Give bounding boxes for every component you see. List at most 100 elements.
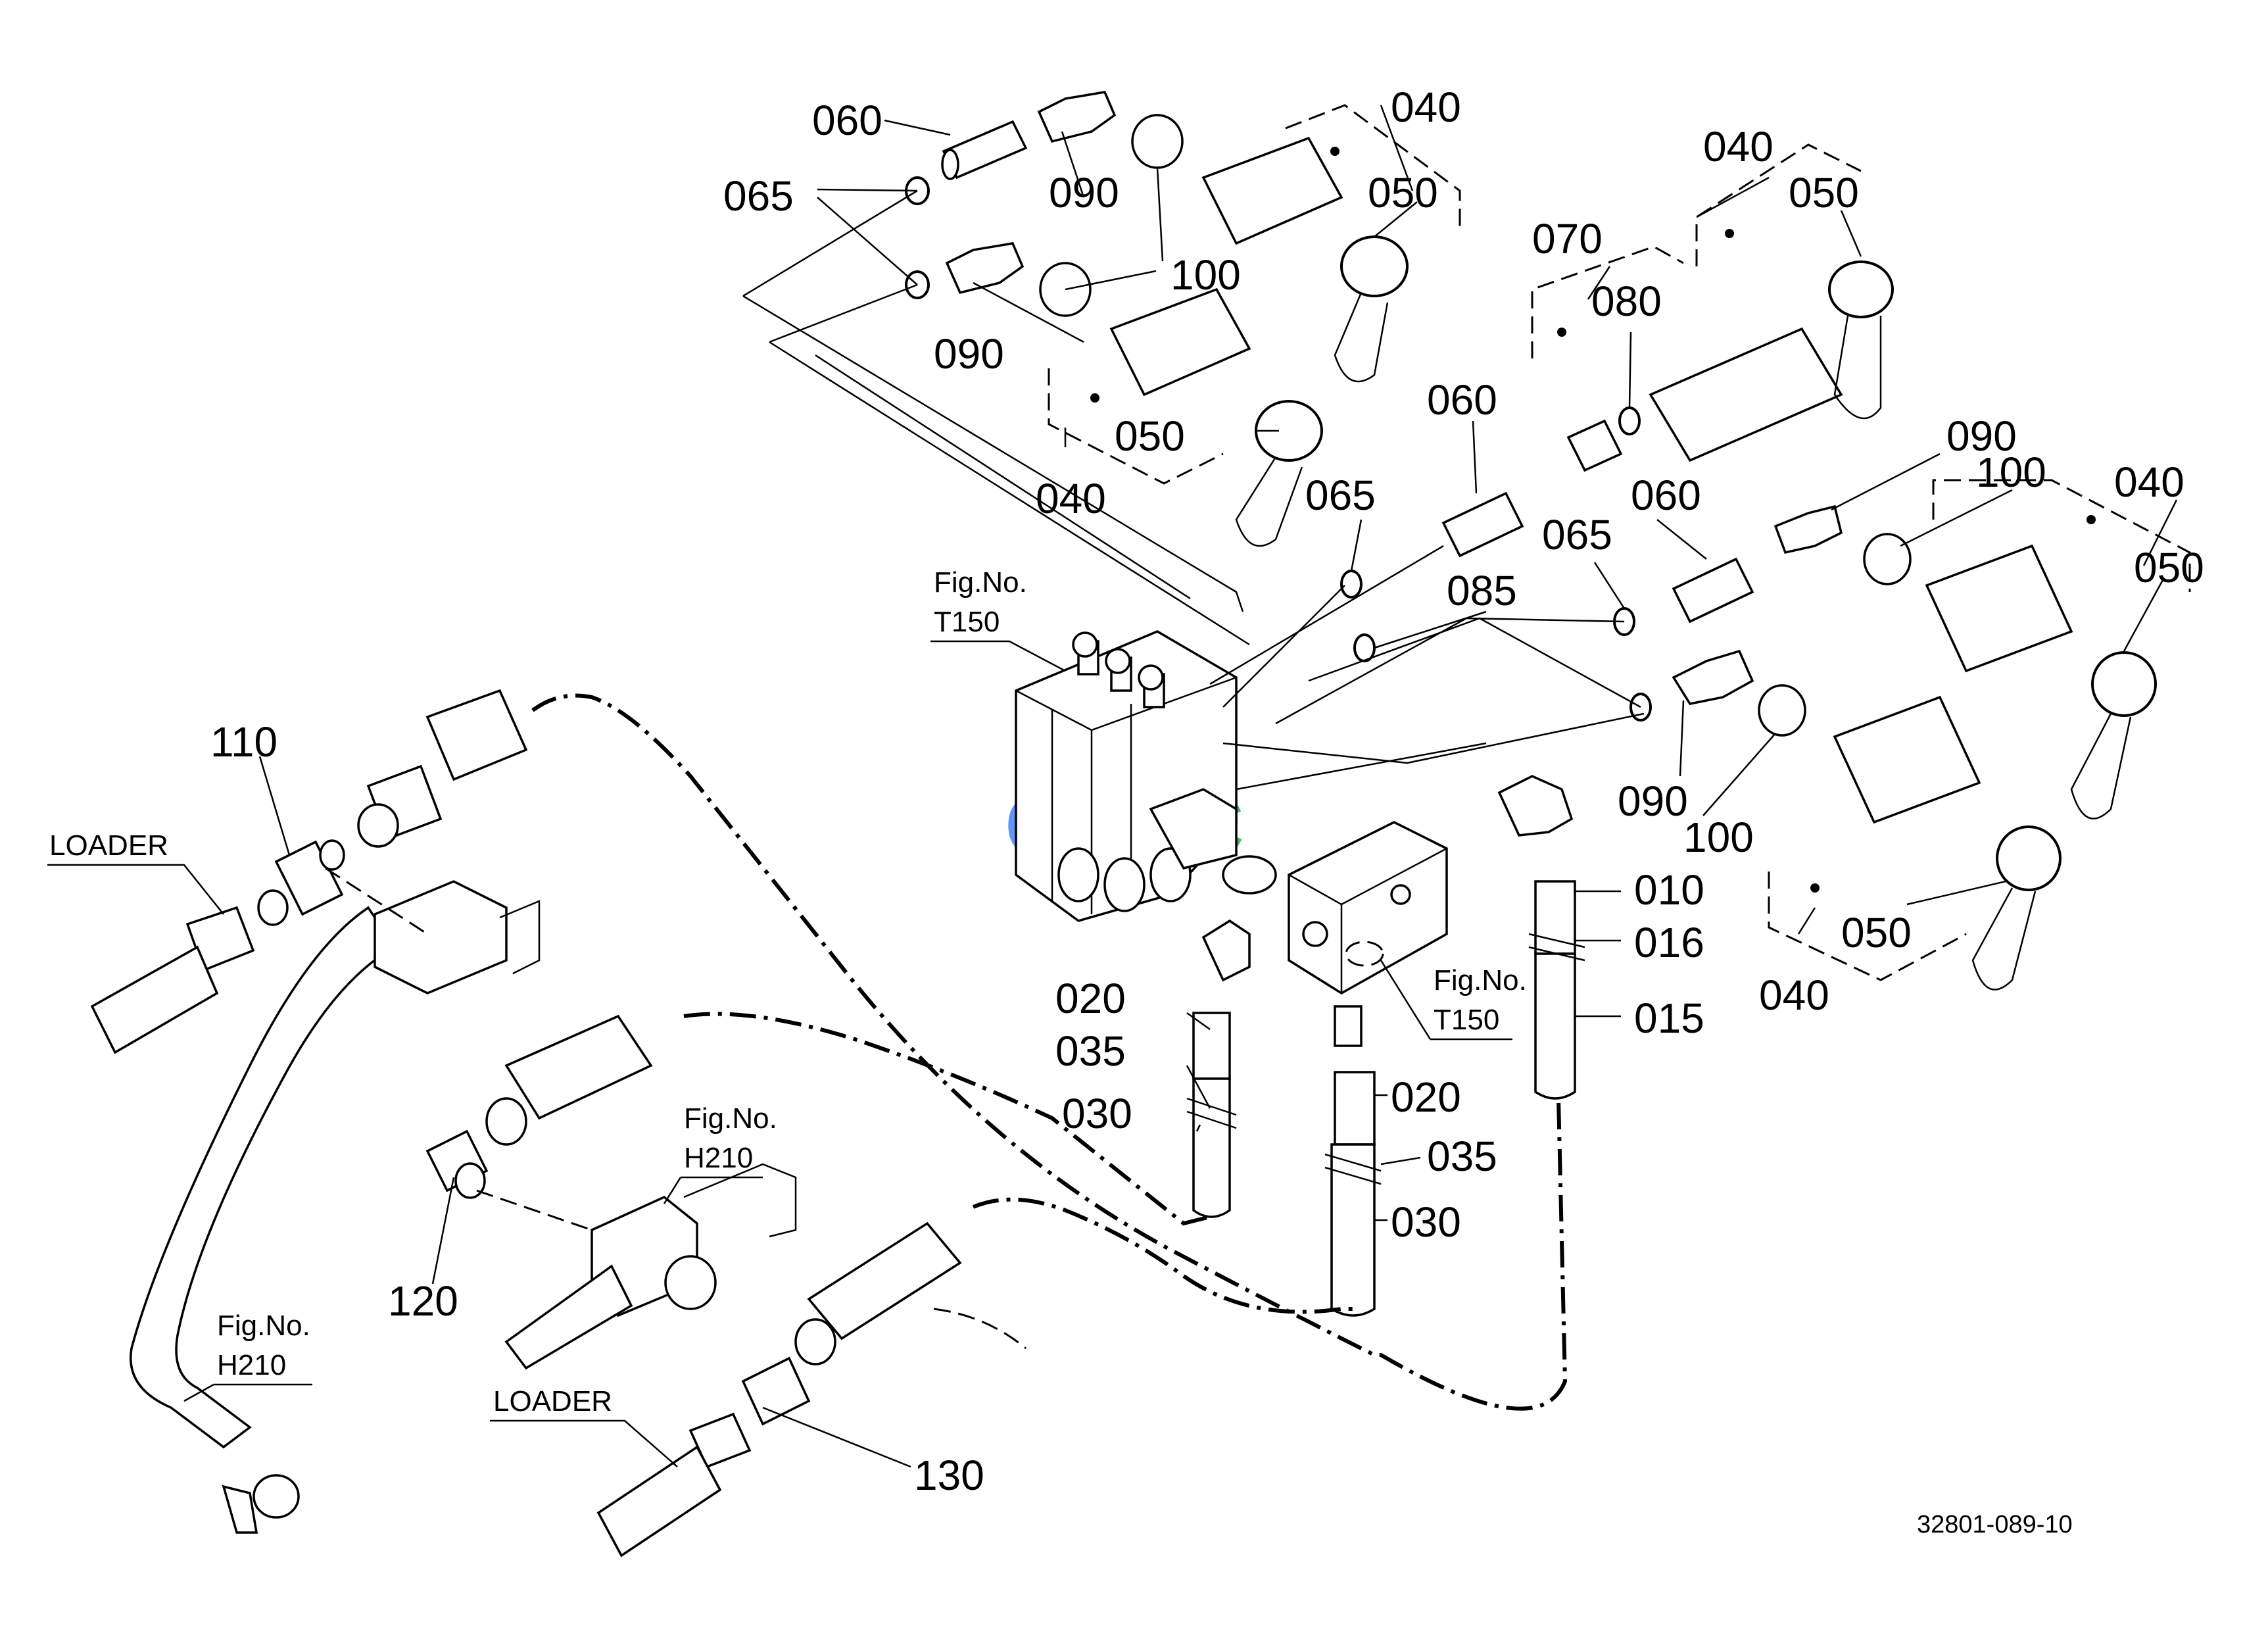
nut-100 bbox=[1863, 533, 1912, 585]
hose-015 bbox=[1534, 952, 1576, 1100]
valve-spool-head bbox=[1138, 664, 1164, 691]
callout-090: 090 bbox=[934, 330, 1004, 378]
hose-line-middle bbox=[683, 1012, 1211, 1226]
fig-ref-h210-left-line2: H210 bbox=[217, 1349, 286, 1381]
callout-085: 085 bbox=[1447, 567, 1517, 614]
coupler-040-body bbox=[1833, 695, 1981, 824]
connection-lines bbox=[742, 295, 1250, 646]
left-hose-assemblies bbox=[90, 689, 962, 1558]
dust-cap-050-strap bbox=[1833, 315, 1882, 420]
reference-labels: LOADER LOADER Fig.No. T150 Fig.No. T150 … bbox=[47, 566, 2073, 1538]
dust-cap-050 bbox=[2091, 651, 2157, 717]
valve-port-bottom bbox=[1103, 857, 1146, 912]
callout-110: 110 bbox=[210, 718, 277, 766]
bracket-tab bbox=[499, 900, 541, 975]
callout-050: 050 bbox=[2134, 544, 2204, 591]
bracket-clip bbox=[374, 880, 508, 995]
elbow-fitting bbox=[1201, 919, 1251, 982]
callout-130: 130 bbox=[914, 1452, 984, 1499]
tee-port bbox=[319, 839, 345, 871]
callout-040: 040 bbox=[2114, 458, 2184, 506]
callout-040: 040 bbox=[1703, 123, 1773, 170]
callout-016: 016 bbox=[1634, 919, 1704, 966]
callout-050: 050 bbox=[1115, 412, 1185, 460]
clamp-035 bbox=[1186, 1097, 1237, 1129]
control-valve-assembly bbox=[1015, 630, 1238, 922]
coupler-040-body bbox=[1201, 136, 1343, 245]
tee-fitting-110 bbox=[274, 840, 344, 916]
valve-port-bottom bbox=[1057, 847, 1099, 902]
adapter-070 bbox=[1566, 419, 1623, 472]
hose-sleeve bbox=[425, 689, 528, 781]
connection-lines bbox=[742, 189, 1191, 600]
manifold-port bbox=[1302, 921, 1328, 947]
tee-port bbox=[257, 889, 289, 926]
callout-120: 120 bbox=[388, 1277, 458, 1325]
callout-035: 035 bbox=[1055, 1027, 1126, 1075]
elbow-090 bbox=[1672, 649, 1754, 705]
callout-100: 100 bbox=[1976, 449, 2046, 496]
valve-flange bbox=[1149, 788, 1238, 870]
fig-ref-t150-right-line2: T150 bbox=[1434, 1004, 1499, 1036]
assembly-marker bbox=[1557, 328, 1566, 337]
callout-020: 020 bbox=[1055, 975, 1126, 1022]
adapter-060 bbox=[1672, 557, 1754, 624]
mount-line bbox=[325, 867, 428, 935]
callout-035: 035 bbox=[1427, 1133, 1497, 1180]
right-coupler-group bbox=[1222, 479, 2191, 991]
hose-030 bbox=[1330, 1143, 1376, 1317]
callout-065: 065 bbox=[723, 172, 794, 220]
fig-ref-h210-middle-line2: H210 bbox=[684, 1142, 753, 1174]
upper-left-coupler-group bbox=[742, 91, 1461, 646]
oring-065 bbox=[1629, 693, 1652, 722]
clamp-016 bbox=[1528, 933, 1585, 962]
callout-050: 050 bbox=[1789, 169, 1859, 216]
pipe-end-fitting bbox=[253, 1474, 300, 1519]
oring-065 bbox=[1340, 570, 1363, 599]
oring-065 bbox=[905, 270, 930, 299]
fitting-020 bbox=[1334, 1071, 1376, 1146]
callout-020: 020 bbox=[1391, 1073, 1461, 1121]
elbow-090 bbox=[945, 242, 1025, 295]
callout-040: 040 bbox=[1036, 475, 1106, 522]
assembly-marker bbox=[1725, 229, 1734, 238]
callout-040: 040 bbox=[1391, 84, 1461, 131]
elbow-090 bbox=[1037, 91, 1117, 143]
valve-spool-head bbox=[1105, 648, 1131, 674]
hose-sleeve bbox=[504, 1014, 653, 1120]
dust-cap-050 bbox=[1828, 260, 1894, 318]
nipple-fitting bbox=[1334, 1005, 1363, 1047]
manifold-edges bbox=[1288, 847, 1447, 993]
assembly-bracket-040 bbox=[1695, 143, 1862, 266]
manifold-oring bbox=[1222, 855, 1277, 895]
hose-line-lower bbox=[972, 1197, 1355, 1314]
coupler-040-body bbox=[1649, 327, 1843, 462]
callout-030: 030 bbox=[1062, 1090, 1132, 1137]
loader-label-bottom: LOADER bbox=[493, 1385, 612, 1417]
manifold-port bbox=[1390, 884, 1411, 905]
coupler-nut bbox=[357, 803, 399, 848]
fig-ref-h210-left-line1: Fig.No. bbox=[217, 1310, 310, 1342]
dust-cap-050-strap bbox=[1334, 292, 1389, 383]
hose-stub bbox=[504, 1264, 633, 1370]
hose-line-dashed bbox=[933, 1308, 1026, 1350]
fig-ref-t150-top-line1: Fig.No. bbox=[934, 566, 1027, 599]
bracket-tab bbox=[683, 1163, 797, 1238]
mount-line bbox=[476, 1189, 592, 1231]
fig-ref-t150-top-line2: T150 bbox=[934, 606, 1000, 638]
part-callouts: 060 065 090 040 050 100 090 050 040 070 … bbox=[210, 84, 2204, 1499]
manifold-hidden-port bbox=[1345, 941, 1384, 967]
callout-050: 050 bbox=[1841, 909, 1912, 956]
leader-lines bbox=[258, 105, 2178, 1468]
callout-065: 065 bbox=[1542, 511, 1612, 558]
dust-cap-050-strap bbox=[1235, 456, 1303, 547]
elbow-port bbox=[454, 1162, 486, 1199]
assembly-marker bbox=[1810, 883, 1820, 893]
callout-040: 040 bbox=[1759, 971, 1829, 1019]
assembly-bracket-040 bbox=[1932, 479, 2191, 592]
dust-cap-050-strap bbox=[2070, 713, 2132, 820]
connection-lines bbox=[1222, 585, 1641, 725]
dust-cap-050 bbox=[1996, 825, 2062, 891]
assembly-bracket-040 bbox=[1285, 104, 1461, 230]
